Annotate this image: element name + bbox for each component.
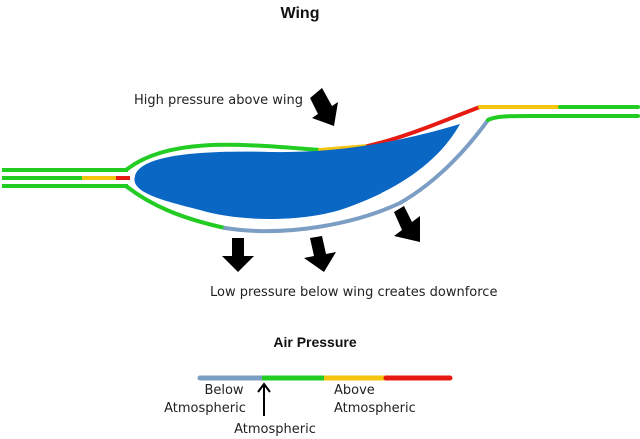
lower-airflow-green bbox=[124, 184, 227, 230]
upper-airflow bbox=[124, 105, 640, 172]
arrow-down-right-icon bbox=[394, 206, 420, 242]
lower-exit-green bbox=[486, 114, 640, 122]
low-pressure-label: Low pressure below wing creates downforc… bbox=[210, 285, 497, 300]
legend-atmospheric-label: Atmospheric bbox=[234, 422, 316, 437]
legend-above-label-line2: Atmospheric bbox=[334, 401, 416, 416]
incoming-airflow bbox=[2, 168, 130, 188]
arrow-down-center-icon bbox=[304, 236, 336, 272]
pressure-legend: Air Pressure Below Atmospheric Above Atm… bbox=[164, 334, 453, 437]
arrow-high-pressure-icon bbox=[310, 88, 338, 126]
legend-below-label-line2: Atmospheric bbox=[164, 401, 246, 416]
high-pressure-label: High pressure above wing bbox=[134, 93, 303, 108]
upper-airflow-red bbox=[366, 105, 482, 148]
legend-below-label-line1: Below bbox=[204, 383, 243, 398]
upper-airflow-green bbox=[124, 142, 322, 172]
atmospheric-pointer-arrow-icon bbox=[257, 382, 271, 416]
wing-shape bbox=[134, 124, 460, 219]
arrow-down-left-icon bbox=[222, 238, 254, 272]
pressure-arrows bbox=[222, 88, 420, 272]
lower-airflow bbox=[124, 114, 640, 234]
diagram-title: Wing bbox=[281, 5, 320, 22]
legend-title: Air Pressure bbox=[273, 334, 356, 350]
lower-airflow-blue bbox=[223, 118, 490, 234]
legend-above-label-line1: Above bbox=[334, 383, 375, 398]
